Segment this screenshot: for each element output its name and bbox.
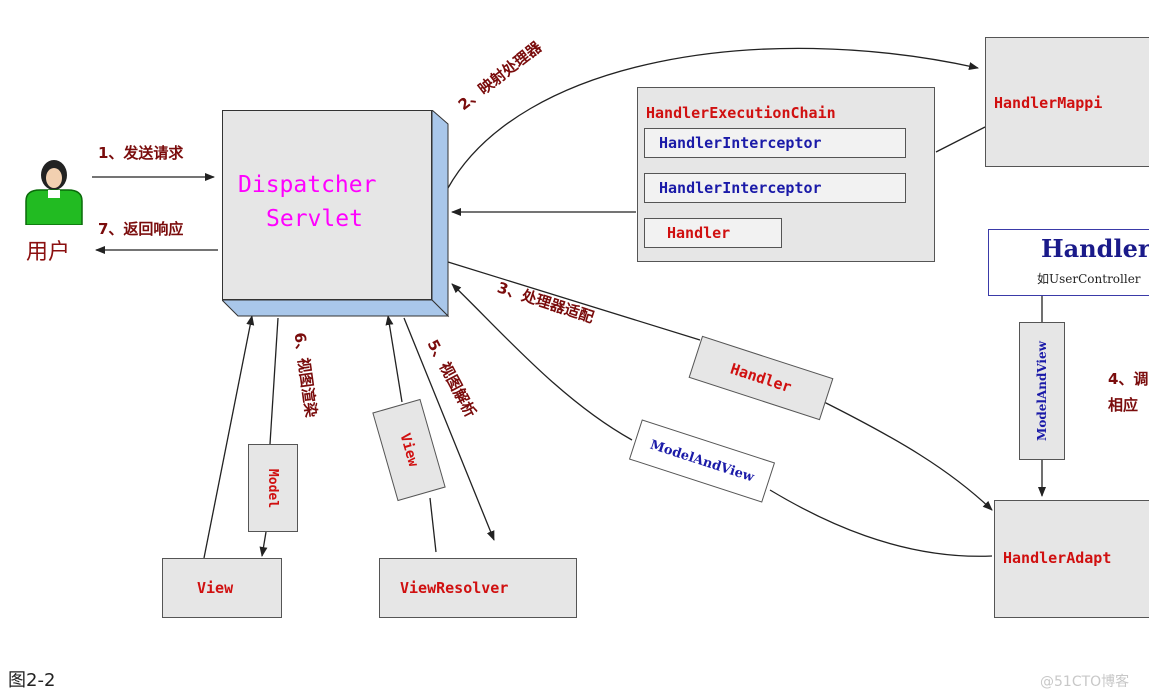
handler-controller-box: Handler 如UserController (988, 229, 1149, 296)
arrow-view-up (203, 315, 255, 559)
step-return-response: 7、返回响应 (98, 220, 184, 238)
handler-mapping-box: HandlerMappi (985, 37, 1149, 167)
tag-view-label: View (396, 431, 422, 469)
chain-interceptor-2: HandlerInterceptor (644, 173, 906, 203)
step-call-handler-b: 相应 (1108, 396, 1139, 414)
view-box: View (162, 558, 282, 618)
view-resolver-label: ViewResolver (400, 579, 509, 597)
view-resolver-box: ViewResolver (379, 558, 577, 618)
tag-model-label: Model (265, 468, 281, 508)
chain-interceptor-1-label: HandlerInterceptor (659, 134, 822, 152)
figure-caption: 图2-2 (8, 670, 56, 691)
handler-controller-subtitle: 如UserController (1037, 272, 1141, 286)
handler-controller-title: Handler (1041, 234, 1149, 263)
handler-execution-chain-box: HandlerExecutionChain HandlerInterceptor… (637, 87, 935, 262)
step-call-handler-a: 4、调 (1108, 370, 1149, 388)
arrow-map-handler (447, 47, 979, 189)
view-box-label: View (197, 579, 234, 597)
tag-model: Model (248, 444, 298, 532)
tag-handler-label: Handler (728, 359, 794, 397)
arrow-view-resolve (403, 317, 495, 541)
tag-model-and-view-right-label: ModelAndView (1035, 341, 1050, 441)
chain-title: HandlerExecutionChain (646, 104, 836, 122)
arrow-model-and-view (452, 284, 993, 557)
dispatcher-servlet-box: Dispatcher Servlet (222, 110, 452, 320)
dispatcher-line1: Dispatcher (238, 172, 377, 198)
tag-model-and-view-right: ModelAndView (1019, 322, 1065, 460)
arrow-adapt-handler (447, 261, 992, 510)
watermark: @51CTO博客 (1040, 674, 1130, 690)
chain-interceptor-2-label: HandlerInterceptor (659, 179, 822, 197)
user-label: 用户 (26, 240, 71, 265)
handler-adapter-box: HandlerAdapt (994, 500, 1149, 618)
dispatcher-line2: Servlet (266, 206, 363, 232)
chain-interceptor-1: HandlerInterceptor (644, 128, 906, 158)
handler-adapter-label: HandlerAdapt (1003, 549, 1112, 567)
chain-handler: Handler (644, 218, 782, 248)
arrow-resolver-up (429, 497, 437, 553)
chain-handler-label: Handler (667, 224, 731, 242)
step-send-request: 1、发送请求 (98, 144, 184, 162)
user-person-icon (22, 157, 86, 226)
arrow-render-view (259, 531, 268, 557)
handler-mapping-label: HandlerMappi (994, 94, 1103, 112)
